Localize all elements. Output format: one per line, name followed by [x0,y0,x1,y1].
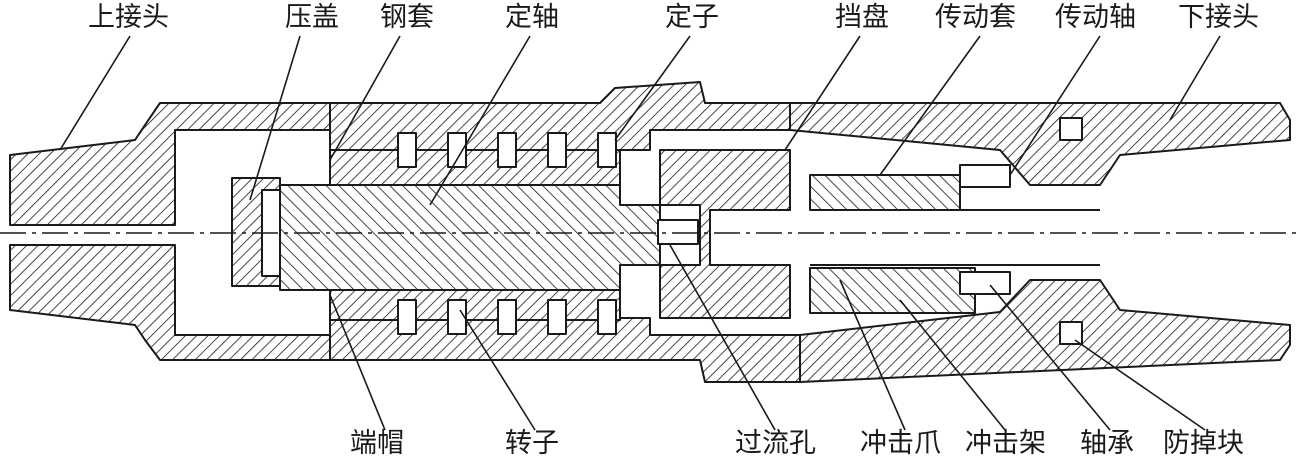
impact-frame [809,267,976,314]
label-flow-hole: 过流孔 [735,428,816,459]
lower-sub-bottom [799,279,1291,383]
flow-hole [657,219,699,245]
label-anti-drop-block: 防掉块 [1163,428,1244,459]
label-impact-claw: 冲击爪 [860,428,941,459]
anti-drop-block-top [1059,117,1083,141]
label-rotor: 转子 [505,428,559,459]
drive-shaft [809,174,961,211]
anti-drop-block-bottom [1059,321,1083,345]
label-gland-cover: 压盖 [285,2,339,33]
bearing [959,164,1011,188]
label-drive-sleeve: 传动套 [935,2,1016,33]
label-stator: 定子 [665,2,719,33]
label-fixed-shaft: 定轴 [505,2,559,33]
bearing-lower [959,271,1011,295]
label-steel-sleeve: 钢套 [380,2,434,33]
label-bearing: 轴承 [1080,428,1134,459]
leader-lines [59,35,1221,431]
fixed-shaft [279,184,661,291]
label-lower-sub: 下接头 [1178,2,1259,33]
label-stop-disc: 挡盘 [835,2,889,33]
label-upper-sub: 上接头 [88,2,169,33]
label-drive-shaft: 传动轴 [1055,2,1136,33]
drive-sleeve [659,149,791,319]
label-end-cap: 端帽 [350,428,404,459]
lower-sub-top [789,102,1291,186]
label-impact-frame: 冲击架 [965,428,1046,459]
stator-rotor-stack [329,149,621,321]
